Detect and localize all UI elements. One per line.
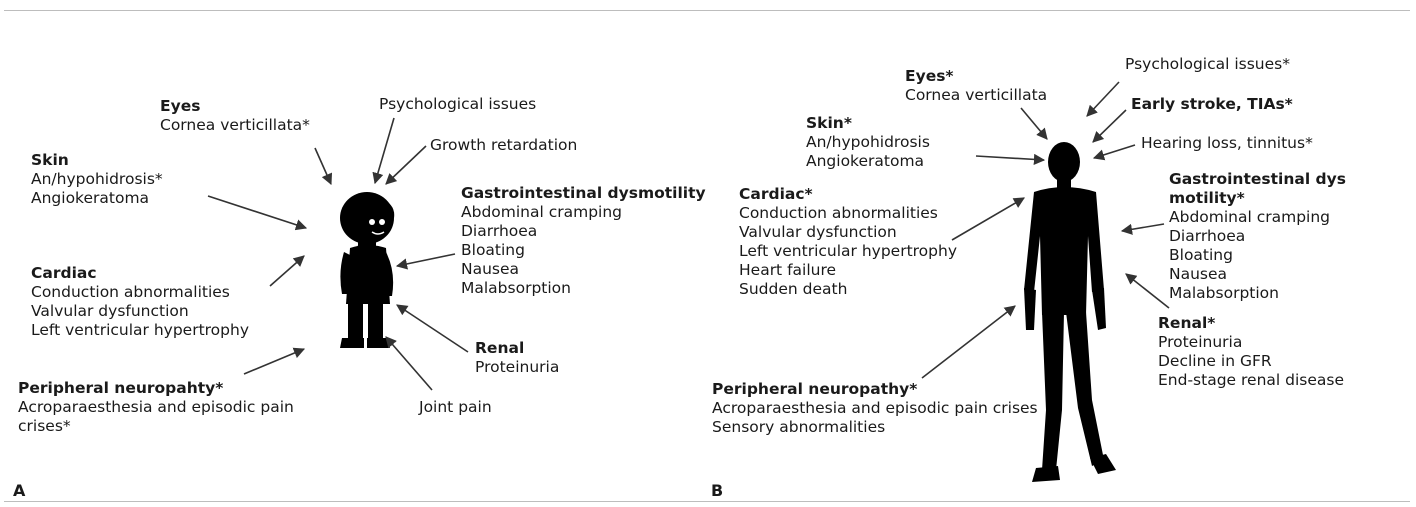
b-arrow-eyes	[1021, 108, 1047, 139]
b-arrow-renal	[1126, 274, 1169, 308]
b-arrow-skin	[976, 156, 1044, 160]
b-arrow-stroke	[1093, 110, 1126, 142]
a-arrow-renal	[397, 305, 468, 352]
a-arrow-skin	[208, 196, 306, 228]
b-arrow-hearing	[1094, 145, 1135, 158]
a-arrow-growth	[386, 146, 426, 184]
b-arrow-neuro	[922, 306, 1015, 378]
a-arrow-gi	[397, 254, 455, 266]
b-arrow-gi	[1122, 224, 1164, 231]
b-arrow-psych	[1087, 82, 1119, 116]
a-arrow-joint	[386, 337, 432, 390]
a-arrow-eyes	[315, 148, 331, 184]
a-arrow-neuro	[244, 349, 304, 374]
b-arrow-cardiac	[952, 198, 1024, 240]
a-arrow-cardiac	[270, 256, 304, 286]
a-arrow-psych	[375, 118, 394, 183]
